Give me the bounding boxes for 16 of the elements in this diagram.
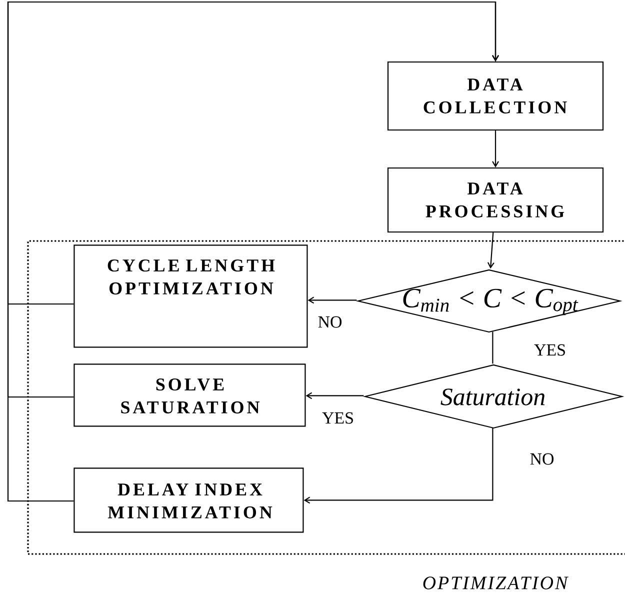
edge-label: YES bbox=[533, 343, 567, 357]
edge-label: NO bbox=[528, 452, 556, 466]
edge-label: NO bbox=[316, 315, 344, 329]
arrow bbox=[492, 130, 499, 168]
process-box: DELAY INDEX MINIMIZATION bbox=[74, 468, 304, 533]
edge-label: YES bbox=[321, 411, 355, 425]
process-box: SOLVE SATURATION bbox=[74, 364, 306, 427]
process-box: DATA PROCESSING bbox=[387, 167, 604, 233]
arrow bbox=[487, 232, 494, 269]
node-label: OPTIMIZATION bbox=[423, 576, 569, 590]
arrow bbox=[304, 428, 494, 504]
arrow bbox=[306, 392, 364, 400]
process-box: CYCLE LENGTH OPTIMIZATION bbox=[74, 244, 308, 348]
process-box: DATA COLLECTION bbox=[387, 61, 604, 131]
arrow bbox=[308, 296, 357, 304]
arrow bbox=[7, 1, 499, 502]
